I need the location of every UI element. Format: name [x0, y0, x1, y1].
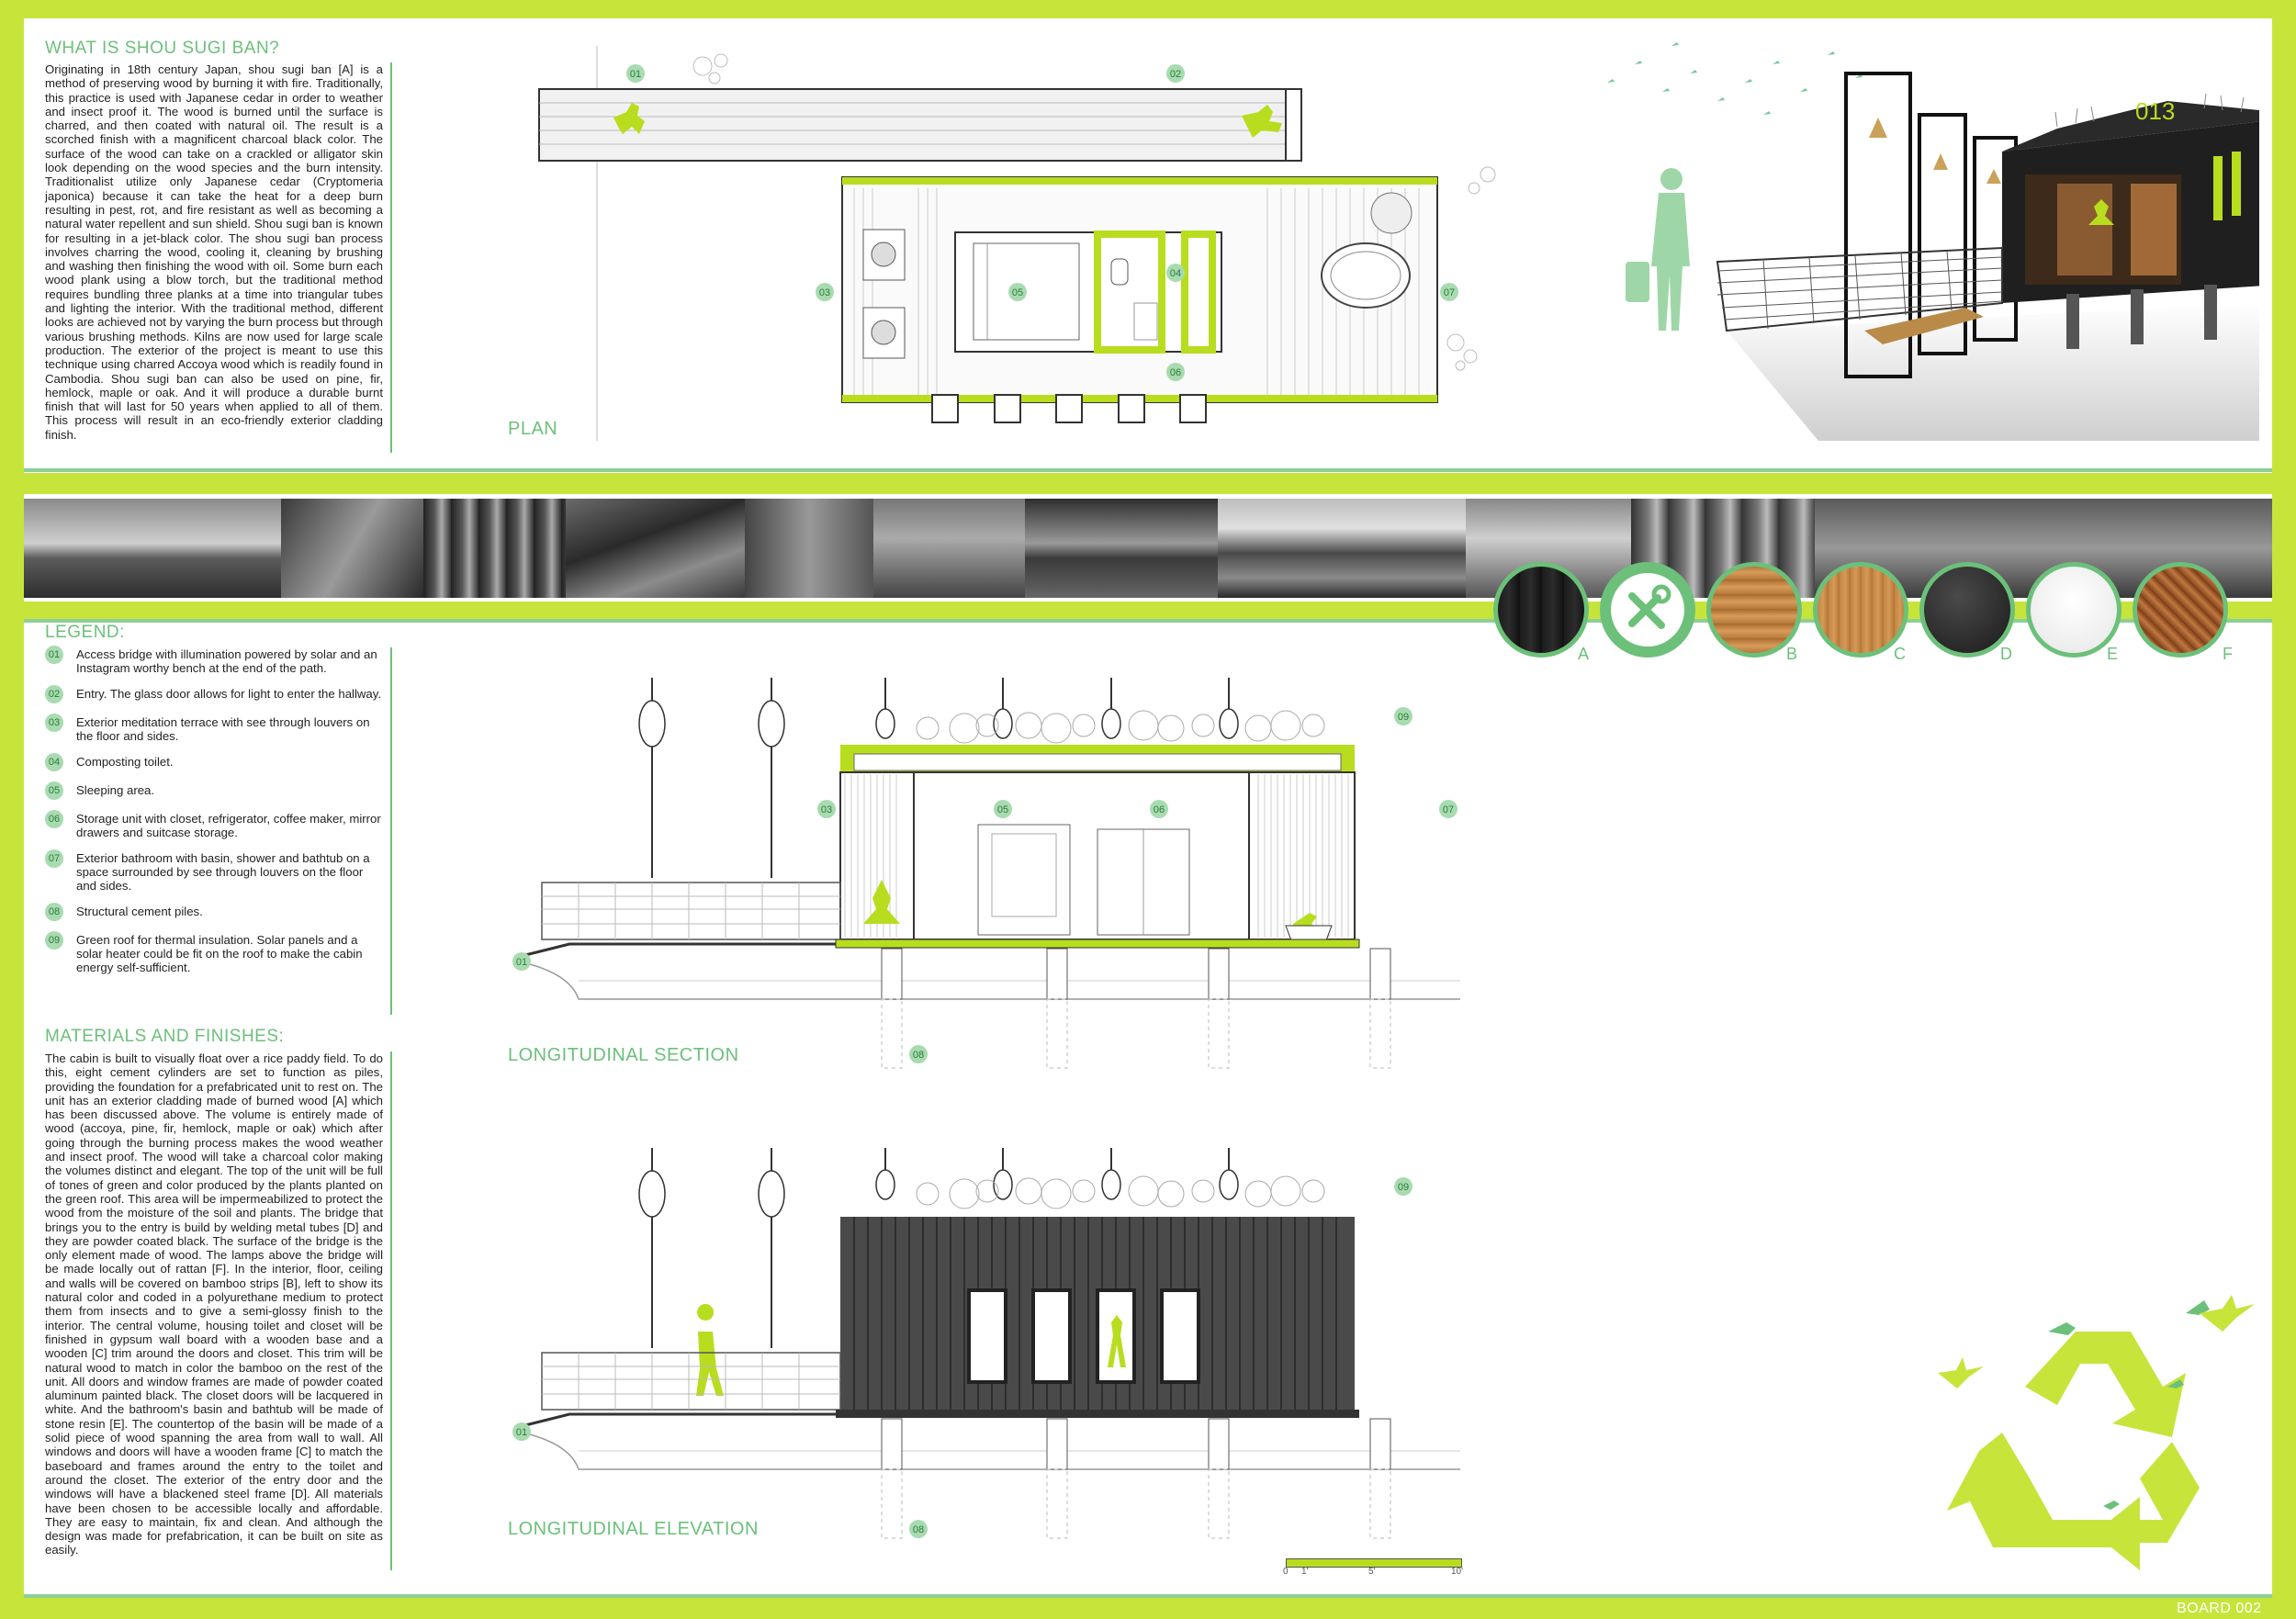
swatch-bamboo	[1706, 562, 1802, 658]
svg-text:05: 05	[1012, 287, 1023, 298]
intro-divider	[390, 62, 392, 453]
svg-text:09: 09	[1398, 1182, 1409, 1193]
swatch-steel	[1919, 562, 2015, 658]
scale-bar	[1286, 1558, 1462, 1568]
swatch-label-e: E	[2107, 645, 2119, 663]
lower-band-line	[24, 619, 2272, 623]
photo-ricefield	[1025, 499, 1218, 598]
plan-marker-01: 01	[630, 69, 641, 80]
materials-divider	[390, 1051, 392, 1570]
photo-coast	[1218, 499, 1466, 598]
svg-text:03: 03	[821, 804, 832, 815]
right-frame-bar	[2272, 0, 2296, 1619]
intro-title: WHAT IS SHOU SUGI BAN?	[45, 39, 280, 58]
elevation-label: LONGITUDINAL ELEVATION	[508, 1519, 759, 1539]
legend-title: LEGEND:	[45, 623, 125, 642]
section-drawing: 01 03 05 06 07 08 09	[512, 678, 1460, 1069]
scale-tick-5: 5'	[1368, 1567, 1376, 1577]
hummingbird-icon	[2200, 1295, 2255, 1332]
top-frame-bar	[0, 0, 2296, 18]
svg-text:06: 06	[1170, 367, 1181, 378]
recycle-icon	[1947, 1300, 2210, 1570]
bottom-frame-bar	[0, 1598, 2296, 1619]
swatch-tools	[1600, 562, 1695, 658]
svg-text:05: 05	[997, 804, 1008, 815]
photo-elephants	[873, 499, 1025, 598]
svg-text:07: 07	[1443, 804, 1454, 815]
section-label: LONGITUDINAL SECTION	[508, 1045, 739, 1065]
left-frame-bar	[0, 0, 24, 1619]
plan-label: PLAN	[508, 419, 558, 439]
svg-text:04: 04	[1170, 268, 1181, 279]
svg-text:09: 09	[1398, 712, 1409, 723]
photo-dancers	[423, 499, 566, 598]
swatch-label-f: F	[2223, 645, 2233, 663]
swatch-label-a: A	[1578, 645, 1590, 663]
swatch-label-d: D	[2000, 645, 2012, 663]
scale-tick-1: 1'	[1301, 1567, 1309, 1577]
upper-band-line	[24, 468, 2272, 472]
svg-text:03: 03	[819, 287, 830, 298]
bottom-frame-line	[24, 1594, 2272, 1598]
scale-tick-10: 10'	[1451, 1567, 1464, 1577]
plan-drawing: 01 02 03 04 05 06 07	[538, 46, 1496, 441]
board-label: BOARD 002	[2177, 1601, 2262, 1616]
swatch-resin	[2026, 562, 2122, 658]
swatch-burned-wood	[1493, 562, 1589, 658]
materials-title: MATERIALS AND FINISHES:	[45, 1027, 285, 1046]
svg-text:01: 01	[516, 1427, 527, 1438]
photo-market	[566, 499, 745, 598]
scale-tick-0: 0	[1283, 1567, 1289, 1577]
svg-text:02: 02	[1170, 69, 1181, 80]
svg-text:01: 01	[516, 957, 527, 968]
swatch-rattan	[2133, 562, 2228, 658]
elevation-drawing: 01 08 09	[512, 1148, 1460, 1539]
photo-monks	[281, 499, 423, 598]
svg-text:06: 06	[1154, 804, 1165, 815]
hummingbird-small-icon	[1938, 1357, 1984, 1389]
cabin-render: 013	[1607, 42, 2259, 441]
photo-temple	[24, 499, 281, 598]
intro-text: Originating in 18th century Japan, shou …	[45, 62, 384, 442]
swatch-label-b: B	[1786, 645, 1798, 663]
svg-text:08: 08	[913, 1050, 924, 1061]
tools-icon	[1611, 573, 1684, 646]
swatch-label-c: C	[1894, 645, 1906, 663]
materials-text: The cabin is built to visually float ove…	[45, 1051, 383, 1557]
swatch-wood	[1813, 562, 1908, 658]
upper-band	[0, 473, 2296, 494]
svg-text:08: 08	[913, 1524, 924, 1535]
cabin-number: 013	[2135, 97, 2175, 125]
legend-divider	[390, 647, 392, 1015]
photo-stalls	[745, 499, 873, 598]
svg-text:07: 07	[1444, 287, 1455, 298]
